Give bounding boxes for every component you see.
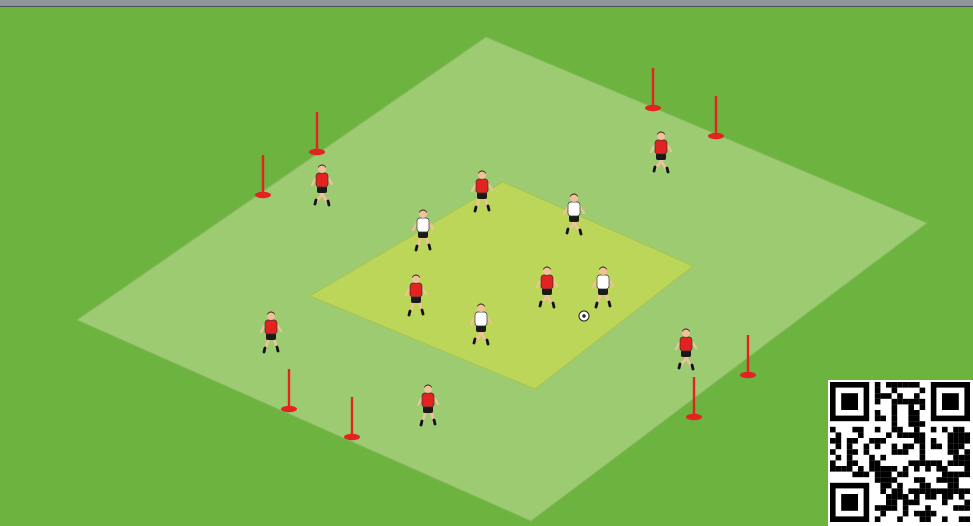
ball-group	[579, 311, 589, 321]
football	[579, 311, 589, 321]
qr-code	[828, 380, 973, 526]
qr-code-pattern	[828, 380, 973, 526]
